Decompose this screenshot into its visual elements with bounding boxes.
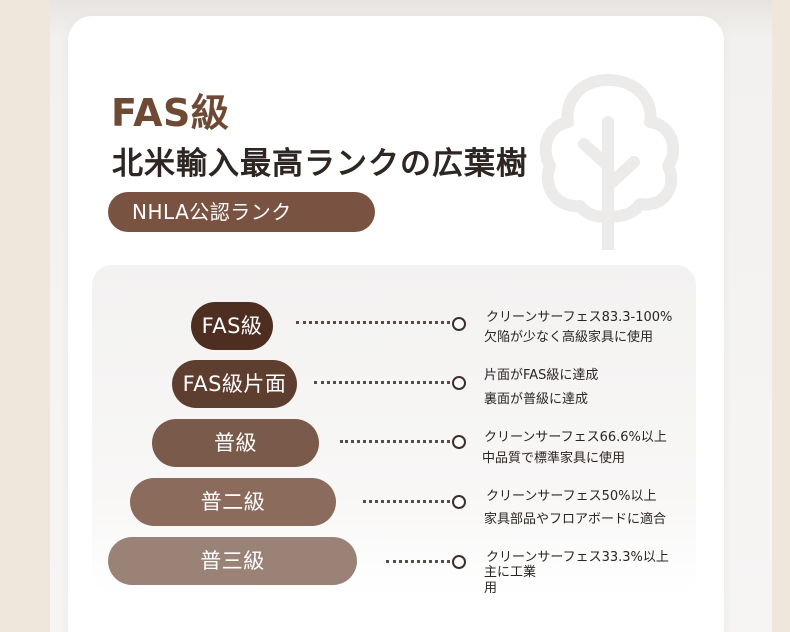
- right-margin: [772, 0, 790, 632]
- tier-select-desc-line2: 中品質で標準家具に使用: [482, 451, 626, 466]
- connector-ring-icon: [452, 495, 466, 509]
- connector-dots: [386, 560, 450, 563]
- connector-dots: [296, 321, 450, 324]
- connector-dots: [314, 381, 450, 384]
- tier-fas-desc-line2: 欠陥が少なく高級家具に使用: [484, 330, 654, 345]
- tier-fas-one-face: FAS級片面: [172, 360, 297, 408]
- connector-ring-icon: [452, 435, 466, 449]
- tree-icon: [539, 74, 680, 250]
- connector-ring-icon: [452, 555, 466, 569]
- tier-no2-common-desc-line1: クリーンサーフェス33.3%以上: [486, 550, 669, 565]
- grade-title: FAS級: [111, 91, 230, 135]
- tier-no2-common-desc-line2: 主に工業: [484, 565, 537, 580]
- tier-fas: FAS級: [191, 302, 273, 350]
- connector-dots: [363, 500, 450, 503]
- tier-no2-common: 普三級: [108, 537, 357, 585]
- connector-ring-icon: [452, 317, 466, 331]
- connector-ring-icon: [452, 376, 466, 390]
- left-margin: [0, 0, 50, 632]
- tier-no1-common-desc-line2: 家具部品やフロアボードに適合: [484, 512, 667, 527]
- tier-select: 普級: [152, 419, 319, 467]
- grade-subtitle: 北米輸入最高ランクの広葉樹: [112, 146, 528, 182]
- nhla-badge: NHLA公認ランク: [108, 192, 375, 232]
- tier-select-desc-line1: クリーンサーフェス66.6%以上: [484, 430, 667, 445]
- tier-fas-one-face-desc-line1: 片面がFAS級に達成: [484, 368, 599, 383]
- tier-no2-common-desc-line3: 用: [484, 581, 498, 596]
- tier-fas-one-face-desc-line2: 裏面が普級に達成: [484, 392, 589, 407]
- tier-fas-desc-line1: クリーンサーフェス83.3-100%: [486, 310, 673, 325]
- tier-no1-common: 普二級: [130, 478, 336, 526]
- connector-dots: [340, 440, 450, 443]
- tier-no1-common-desc-line1: クリーンサーフェス50%以上: [486, 489, 657, 504]
